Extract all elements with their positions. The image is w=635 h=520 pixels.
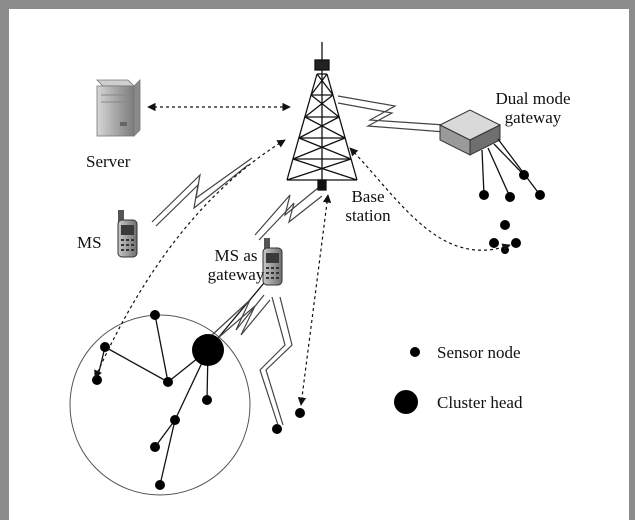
cluster-links <box>96 282 265 486</box>
ms-gateway-label-line1: MS as <box>214 246 258 265</box>
gateway-sensor-group <box>489 220 521 254</box>
wireless-link-ms <box>155 164 249 227</box>
server-icon <box>96 79 141 137</box>
wireless-link-dual <box>337 102 446 133</box>
sensor-node <box>155 480 165 490</box>
legend-cluster-head-label: Cluster head <box>437 393 523 412</box>
ms-gateway-label: MS as gateway <box>203 246 269 284</box>
dual-mode-gateway-icon <box>438 109 545 202</box>
sensor-node <box>511 238 521 248</box>
sensor-node <box>170 415 180 425</box>
data-flow-arrows <box>94 102 511 406</box>
sensor-node <box>150 442 160 452</box>
sensor-node <box>295 408 305 418</box>
gateway-phone-icon <box>262 238 283 286</box>
sensor-node <box>500 220 510 230</box>
dual-mode-label-line1: Dual mode <box>495 89 571 108</box>
legend-sensor-marker <box>410 347 420 357</box>
wireless-link-ms-gateway <box>258 195 323 241</box>
standalone-sensors <box>272 408 305 434</box>
base-station-label-line2: station <box>345 206 391 225</box>
wireless-link-dual <box>337 95 446 126</box>
sensor-node <box>202 395 212 405</box>
wireless-link-sensors <box>265 296 293 426</box>
sensor-node <box>489 238 499 248</box>
base-station-label-line1: Base <box>351 187 385 206</box>
sensor-node <box>272 424 282 434</box>
ms-gateway-label-line2: gateway <box>207 265 265 284</box>
cluster-head-node <box>192 334 224 366</box>
ms-label: MS <box>77 233 102 252</box>
legend-markers <box>394 347 420 414</box>
server-label: Server <box>86 152 131 171</box>
base-station-tower <box>286 42 358 191</box>
mobile-station-icon <box>117 210 138 258</box>
base-station-label: Base station <box>339 187 397 225</box>
cluster-nodes <box>92 310 224 490</box>
sensor-node <box>92 375 102 385</box>
sensor-node <box>163 377 173 387</box>
tower-gateway-arrow <box>349 147 511 252</box>
tower-sensors-arrow <box>297 194 332 406</box>
dual-mode-label-line2: gateway <box>504 108 562 127</box>
legend-sensor-node-label: Sensor node <box>437 343 521 362</box>
sensor-node <box>150 310 160 320</box>
legend-cluster-marker <box>394 390 418 414</box>
wireless-link-sensors <box>259 296 286 426</box>
dual-mode-gateway-label: Dual mode gateway <box>483 89 583 127</box>
wireless-link-ms <box>151 157 253 223</box>
